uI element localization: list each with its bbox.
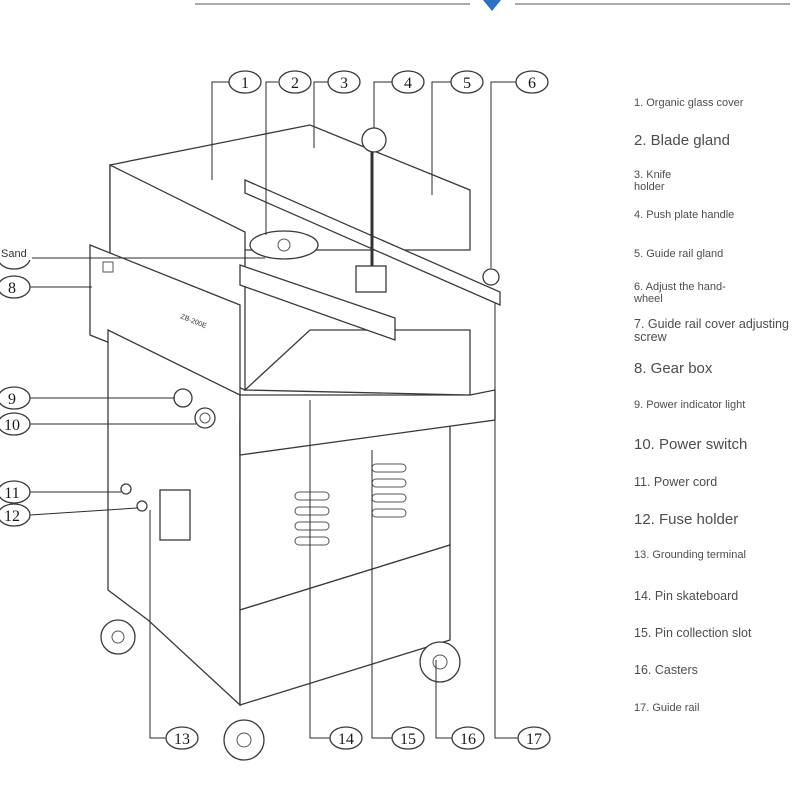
leader-lines [29, 81, 518, 739]
callout-17: 17 [517, 726, 551, 750]
blue-arrow-icon [483, 0, 501, 11]
callout-12: 12 [0, 503, 31, 527]
callout-4: 4 [391, 70, 425, 94]
power-switch [194, 407, 216, 429]
power-switch-inner [199, 412, 211, 424]
callout-8: 8 [0, 275, 31, 299]
svg-text:11: 11 [4, 485, 19, 502]
svg-text:4: 4 [404, 75, 412, 92]
power-indicator-light [173, 388, 193, 408]
legend-item-12: 12. Fuse holder [634, 511, 739, 528]
legend-item-7: 7. Guide rail cover adjusting screw [634, 317, 789, 345]
legend-item-6: 6. Adjust the hand- wheel [634, 281, 726, 305]
callout-10: 10 [0, 412, 31, 436]
handwheel-icon [482, 268, 500, 286]
push-block [355, 265, 387, 293]
blade-gland [249, 230, 319, 260]
side-label: Sand [1, 248, 27, 260]
casters [100, 619, 461, 761]
legend-item-8: 8. Gear box [634, 360, 713, 377]
legend-item-14: 14. Pin skateboard [634, 589, 739, 603]
legend-item-13: 13. Grounding terminal [634, 549, 746, 561]
legend-item-4: 4. Push plate handle [634, 209, 735, 221]
callout-11: 11 [0, 480, 31, 504]
legend-item-10: 10. Power switch [634, 436, 748, 453]
legend-item-3: 3. Knife holder [634, 169, 672, 193]
legend-item-11: 11. Power cord [634, 475, 718, 489]
pin-skateboard [243, 329, 471, 396]
svg-text:13: 13 [174, 731, 190, 748]
callout-2: 2 [278, 70, 312, 94]
callout-14: 14 [329, 726, 363, 750]
cabinet-front-lower [239, 544, 451, 706]
machine-body: ZB-200E [89, 124, 501, 761]
legend-item-16: 16. Casters [634, 663, 698, 677]
legend-item-17: 17. Guide rail [634, 702, 700, 714]
guide-rail-front [239, 264, 396, 341]
legend-item-5: 5. Guide rail gland [634, 248, 724, 260]
legend-item-2: 2. Blade gland [634, 132, 730, 149]
side-label-bg [0, 246, 32, 260]
gear-box-logo [102, 261, 114, 273]
callout-13: 13 [165, 726, 199, 750]
svg-text:14: 14 [338, 731, 354, 748]
callout-6: 6 [515, 70, 549, 94]
callout-1: 1 [228, 70, 262, 94]
legend-item-9: 9. Power indicator light [634, 399, 746, 411]
callout-5: 5 [450, 70, 484, 94]
callout-16: 16 [451, 726, 485, 750]
callout-15: 15 [391, 726, 425, 750]
svg-text:6: 6 [528, 75, 536, 92]
power-cord-inlet [120, 483, 132, 495]
svg-text:17: 17 [526, 731, 542, 748]
legend-item-15: 15. Pin collection slot [634, 626, 752, 640]
svg-text:9: 9 [8, 391, 16, 408]
svg-text:3: 3 [340, 75, 348, 92]
svg-text:1: 1 [241, 75, 249, 92]
blade-hub [277, 238, 291, 252]
push-handle-knob [361, 127, 387, 153]
callout-3: 3 [327, 70, 361, 94]
svg-text:15: 15 [400, 731, 416, 748]
legend-item-1: 1. Organic glass cover [634, 97, 744, 109]
svg-text:16: 16 [460, 731, 476, 748]
fuse-holder [136, 500, 148, 512]
nameplate [159, 489, 191, 541]
svg-text:10: 10 [4, 417, 20, 434]
callouts: 1 2 3 4 5 6 8 9 10 11 12 13 14 15 16 17 [0, 70, 551, 750]
svg-text:5: 5 [463, 75, 471, 92]
svg-text:8: 8 [8, 280, 16, 297]
callout-9: 9 [0, 386, 31, 410]
svg-text:2: 2 [291, 75, 299, 92]
svg-text:12: 12 [4, 508, 20, 525]
